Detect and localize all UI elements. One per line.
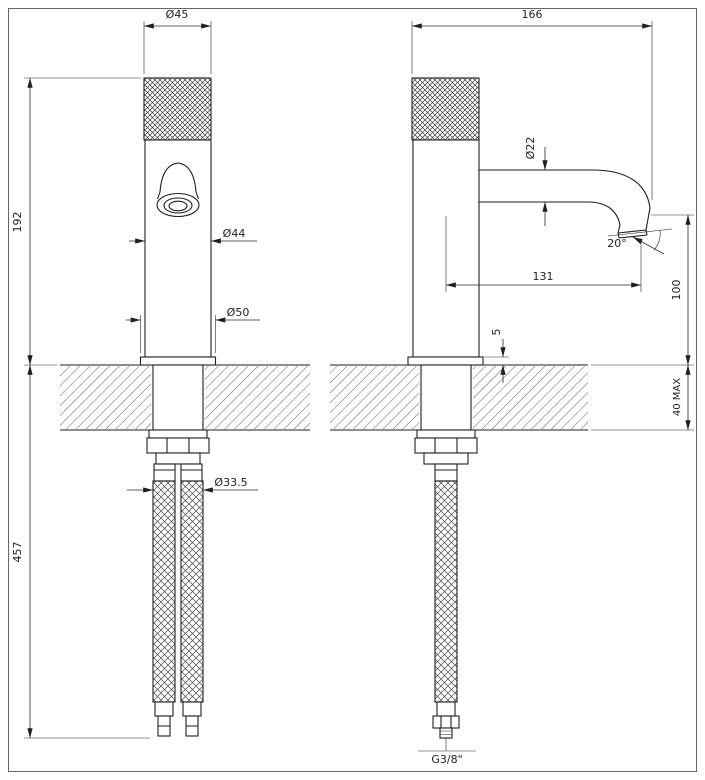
countertop-front <box>60 364 310 431</box>
aerator-ring-inner <box>168 200 188 212</box>
handle-knurled-front <box>143 77 212 141</box>
dim-label-spout-height: 100 <box>670 280 683 301</box>
hose-end-nut-side <box>432 715 460 729</box>
hose-end-sleeve-right <box>182 701 202 717</box>
dim-label-hose-length: 457 <box>11 542 24 563</box>
shank-front <box>152 364 204 431</box>
adapter-front <box>155 452 201 465</box>
under-counter-side <box>414 364 478 739</box>
dim-label-deck-thickness-max: 40 MAX <box>672 378 683 416</box>
mounting-nut-front <box>146 437 210 454</box>
dim-label-spout-reach: 131 <box>533 270 554 283</box>
dim-label-base-height: 5 <box>490 329 503 336</box>
flex-hose-left <box>152 480 176 703</box>
dim-label-handle-diameter: Ø45 <box>166 8 189 21</box>
spout-front-outline <box>159 162 197 193</box>
spout-top-outline <box>479 169 651 231</box>
base-flange-front <box>139 356 217 366</box>
spout-aerator-band <box>617 229 648 239</box>
handle-knurled-side <box>411 77 480 141</box>
front-view <box>139 77 217 366</box>
faucet-body-front <box>144 139 212 358</box>
dim-label-base-diameter: Ø50 <box>227 306 250 319</box>
washer-front <box>148 429 208 439</box>
aerator-ring-outer <box>156 192 200 218</box>
base-flange-side <box>407 356 484 366</box>
dim-label-shank-diameter: Ø33.5 <box>214 476 247 489</box>
spout-outlet-face <box>617 229 647 234</box>
aerator-ring-mid <box>163 197 193 214</box>
side-view <box>407 77 651 366</box>
hose-thread-nipple <box>439 727 453 739</box>
washer-side <box>416 429 476 439</box>
shank-side <box>420 364 472 431</box>
spout-bottom-outline <box>479 201 621 234</box>
hose-crimp-side <box>434 463 458 482</box>
flex-hose-right <box>180 480 204 703</box>
countertop-side <box>330 364 588 431</box>
side-view-dimensions: 166 Ø22 20° 131 100 40 MAX 5 G3/8" <box>411 8 694 766</box>
hose-crimp-left <box>153 463 176 482</box>
under-counter-front <box>146 364 210 737</box>
dim-label-body-diameter: Ø44 <box>223 227 246 240</box>
dim-label-spout-diameter: Ø22 <box>524 137 537 160</box>
dim-label-height-above-deck: 192 <box>11 212 24 233</box>
hose-end-sleeve-side <box>436 701 456 717</box>
adapter-side <box>423 452 469 465</box>
dim-label-overall-depth: 166 <box>522 8 543 21</box>
dim-label-spout-angle: 20° <box>607 237 627 250</box>
mounting-nut-side <box>414 437 478 454</box>
hose-end-sleeve-left <box>154 701 174 717</box>
flex-hose-side <box>434 480 458 703</box>
hose-crimp-right <box>180 463 203 482</box>
dim-label-inlet-thread: G3/8" <box>431 753 462 766</box>
front-view-dimensions: Ø45 192 457 Ø44 Ø50 Ø33.5 <box>11 8 260 739</box>
drawing-border <box>8 8 697 772</box>
